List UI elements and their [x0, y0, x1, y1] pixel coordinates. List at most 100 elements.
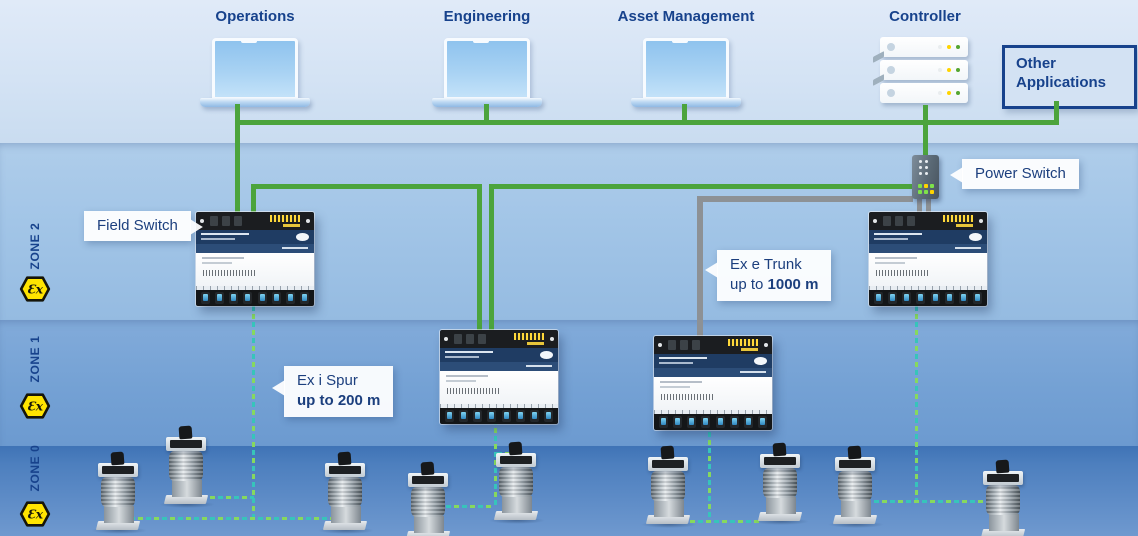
field-switch2-uplink-line1 [477, 184, 482, 330]
laptop-camera [241, 38, 257, 43]
switch-terminal-strip [196, 212, 314, 230]
switch-label-area [869, 253, 987, 286]
engineering-label: Engineering [443, 8, 531, 25]
switch-label-area [440, 371, 558, 404]
switch-name-band [654, 354, 772, 368]
ex-i-spur-line [708, 432, 711, 522]
server-unit [880, 60, 968, 80]
barcode [203, 270, 255, 276]
field-switch-zone1-right [654, 336, 772, 430]
power-switch-device [912, 155, 939, 199]
engineering-drop-line [484, 104, 489, 122]
field-device [641, 445, 697, 528]
zone2-label: ZONE 2 [28, 222, 42, 270]
spur-branch-line [682, 520, 762, 523]
barcode [447, 388, 499, 394]
power-switch-downlink-line1 [917, 197, 922, 214]
asset-management-drop-line [682, 104, 687, 122]
ex-icon-text: Ɛx [27, 282, 44, 296]
switch-sub-band [869, 244, 987, 253]
daisy-chain-line-left [251, 184, 482, 189]
laptop-base [200, 98, 310, 107]
ex-icon-text: Ɛx [27, 399, 44, 413]
ex-e-trunk-upto-text: up to [730, 276, 768, 294]
server-unit [880, 83, 968, 103]
ex-i-spur-distance-text: up to 200 m [297, 392, 381, 410]
operations-label: Operations [215, 8, 295, 25]
server-led-lights [938, 91, 960, 95]
ex-i-spur-line [494, 420, 497, 507]
ex-hazard-icon: Ɛx [19, 393, 51, 419]
power-switch-leds [918, 184, 934, 194]
field-device [318, 451, 374, 534]
switch-sub-band [440, 362, 558, 371]
switch-tick-strip [869, 286, 987, 290]
field-switch-callout: Field Switch [84, 211, 203, 242]
field-device [828, 445, 884, 528]
ex-e-trunk-callout: Ex e Trunk up to 1000 m [705, 250, 832, 301]
field-switch1-uplink-line [251, 184, 256, 212]
switch-tick-strip [196, 286, 314, 290]
ex-i-spur-line [252, 306, 255, 519]
asset-management-laptop-icon [631, 38, 741, 109]
barcode [661, 394, 713, 400]
laptop-camera [473, 38, 489, 43]
controller-drop-line [923, 105, 928, 156]
ex-hazard-icon: Ɛx [19, 501, 51, 527]
ex-icon-text: Ɛx [27, 507, 44, 521]
switch-spur-ports [440, 408, 558, 424]
switch-name-band [869, 230, 987, 244]
switch-spur-ports [196, 290, 314, 306]
field-device [91, 451, 147, 534]
laptop-screen [212, 38, 298, 100]
ex-e-trunk-vertical-line [697, 196, 703, 340]
other-applications-drop-line [1054, 101, 1059, 121]
zone1-band [0, 320, 1138, 446]
ex-i-spur-line [915, 306, 918, 502]
switch-terminal-strip [654, 336, 772, 354]
switch-terminal-strip [869, 212, 987, 230]
ethernet-bus-line [237, 120, 1059, 125]
laptop-base [432, 98, 542, 107]
barcode [876, 270, 928, 276]
daisy-chain-line-right [489, 184, 916, 189]
switch-sub-band [654, 368, 772, 377]
ex-e-trunk-distance-text: 1000 m [767, 276, 819, 294]
field-switch-zone1-left [440, 330, 558, 424]
field-switch2-uplink-line2 [489, 184, 494, 330]
controller-server-icon [880, 37, 974, 106]
laptop-screen [444, 38, 530, 100]
switch-tick-strip [440, 404, 558, 408]
power-switch-callout-text: Power Switch [975, 165, 1066, 182]
ex-i-spur-text: Ex i Spur [297, 372, 358, 389]
laptop-camera [672, 38, 688, 43]
controller-label: Controller [889, 8, 961, 25]
switch-spur-ports [654, 414, 772, 430]
field-switch-zone2-left [196, 212, 314, 306]
operations-laptop-icon [200, 38, 310, 109]
field-device [753, 442, 809, 525]
server-unit [880, 37, 968, 57]
switch-terminal-strip [440, 330, 558, 348]
vendor-logo [540, 351, 553, 359]
asset-management-label: Asset Management [617, 8, 755, 25]
field-switch-zone2-right [869, 212, 987, 306]
switch-spur-ports [869, 290, 987, 306]
laptop-screen [643, 38, 729, 100]
field-device [976, 459, 1032, 536]
server-led-lights [938, 45, 960, 49]
power-switch-ports [919, 160, 928, 175]
operations-drop-line [235, 104, 240, 212]
ex-e-trunk-text: Ex e Trunk [730, 256, 802, 273]
vendor-logo [754, 357, 767, 365]
ex-hazard-icon: Ɛx [19, 276, 51, 302]
switch-tick-strip [654, 410, 772, 414]
switch-name-band [196, 230, 314, 244]
server-led-lights [938, 68, 960, 72]
field-device [405, 461, 451, 536]
laptop-base [631, 98, 741, 107]
spur-branch-line [446, 505, 494, 508]
switch-label-area [654, 377, 772, 410]
spur-branch-line [130, 517, 332, 520]
